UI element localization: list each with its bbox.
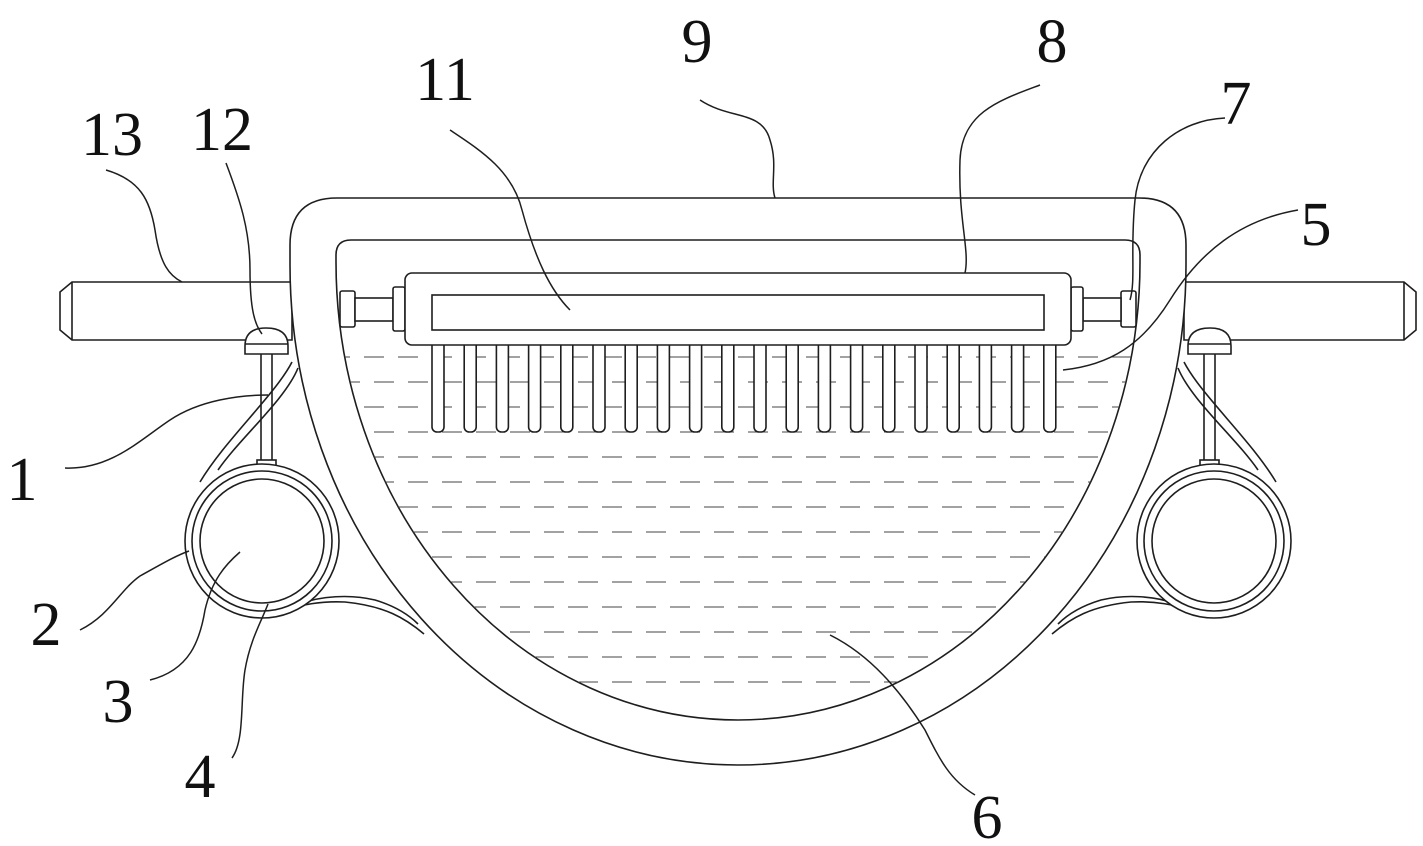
left-wheel [199, 478, 325, 604]
leader-4 [231, 603, 269, 759]
right-lower-bracket-inner [1057, 595, 1177, 625]
bristle [656, 339, 671, 433]
bristle [624, 339, 639, 433]
leader-8 [959, 84, 1041, 274]
callout-label-7: 7 [1221, 70, 1252, 138]
leader-2 [79, 550, 190, 631]
right-shaft-pin [1082, 297, 1122, 322]
leader-3 [149, 551, 241, 681]
left-ring-inner-edge [191, 470, 333, 612]
left-dome-cap [244, 327, 289, 355]
bristle [495, 339, 510, 433]
roller-window [431, 294, 1045, 331]
right-shaft-end [1070, 286, 1137, 332]
bristle [881, 339, 896, 433]
left-shaft-pin [354, 297, 394, 322]
callout-label-12: 12 [191, 96, 253, 164]
bristle [527, 339, 542, 433]
bristle [1043, 339, 1057, 433]
bristle [559, 339, 574, 433]
callout-label-4: 4 [185, 743, 216, 811]
callout-label-6: 6 [972, 784, 1003, 846]
bristle [785, 339, 800, 433]
right-side-assembly [1051, 281, 1417, 635]
leader-lines [64, 84, 1299, 796]
callout-label-1: 1 [7, 446, 38, 514]
left-shaft-cap [339, 290, 356, 328]
callout-label-3: 3 [103, 668, 134, 736]
left-upper-bracket [199, 361, 293, 483]
right-upper-bracket-inner [1177, 367, 1259, 471]
bristle [914, 339, 928, 433]
bristle [817, 339, 832, 433]
left-upper-bracket-inner [217, 367, 299, 471]
right-wheel [1151, 478, 1277, 604]
leader-13 [105, 169, 183, 283]
leader-6 [829, 634, 976, 796]
left-side-assembly [59, 281, 425, 635]
callout-labels: 9 8 11 7 13 12 5 1 2 3 4 6 [7, 8, 1332, 846]
leader-9 [699, 99, 776, 199]
callout-label-9: 9 [682, 8, 713, 76]
bristle [688, 339, 703, 433]
right-upper-bracket [1183, 361, 1277, 483]
bristle [463, 339, 478, 433]
leader-11 [449, 129, 571, 311]
left-shaft-collar [392, 286, 406, 332]
right-shaft-cap [1120, 290, 1137, 328]
bristle [753, 339, 767, 433]
bristle [720, 339, 735, 433]
leader-7 [1129, 117, 1226, 301]
leader-12 [225, 162, 263, 335]
right-ring-inner-edge [1143, 470, 1285, 612]
callout-label-5: 5 [1301, 191, 1332, 259]
leader-5 [1062, 209, 1299, 371]
callout-label-8: 8 [1037, 8, 1068, 76]
right-shaft-collar [1070, 286, 1084, 332]
bristle [946, 339, 961, 433]
bristle [1010, 339, 1025, 433]
bristle [431, 339, 445, 433]
bristle [849, 339, 864, 433]
leader-1 [64, 394, 269, 469]
bristle [592, 339, 606, 433]
left-shaft-end [339, 286, 406, 332]
callout-label-11: 11 [415, 46, 475, 114]
bristle [978, 339, 993, 433]
callout-label-13: 13 [81, 101, 143, 169]
left-lower-bracket-inner [299, 595, 419, 625]
right-dome-cap [1187, 327, 1232, 355]
callout-label-2: 2 [31, 591, 62, 659]
